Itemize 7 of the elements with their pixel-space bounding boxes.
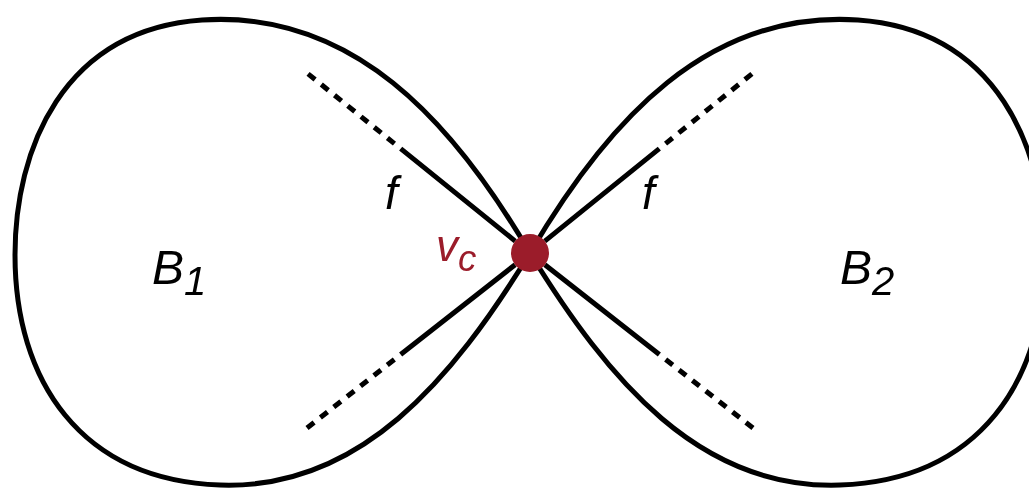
vertex-label: v$_{c}$ <box>436 224 477 278</box>
region-label: B$_{1}$ <box>152 244 207 301</box>
edge-line <box>543 71 755 244</box>
edge-line <box>543 262 755 430</box>
edge-line <box>305 71 517 244</box>
region-label: B$_{2}$ <box>840 244 895 301</box>
edge-line <box>305 262 517 430</box>
